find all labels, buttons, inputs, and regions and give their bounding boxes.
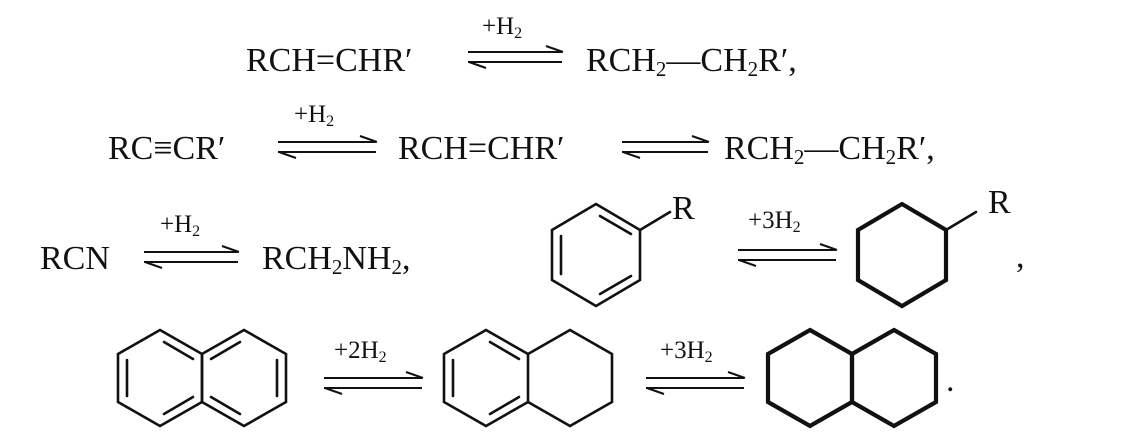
tetralin [442, 328, 614, 428]
naphthalene [116, 328, 288, 428]
naphthalene-trailing-period: . [946, 362, 955, 399]
alkyne-equilibrium-arrow-2 [622, 135, 710, 159]
benzene-trailing-comma: , [1016, 238, 1025, 275]
alkene-product: RCH2—CH2R′, [586, 42, 797, 81]
naphthalene-equilibrium-arrow-1 [324, 371, 424, 395]
naphthalene-condition-label-1: +2H2 [334, 337, 387, 366]
benzene-equilibrium-arrow [738, 243, 838, 267]
nitrile-condition-label: +H2 [160, 211, 201, 240]
alkene-reactant: RCH=CHR′ [246, 42, 413, 79]
alkyne-condition-label: +H2 [294, 101, 335, 130]
benzene-condition-label: +3H2 [748, 207, 801, 236]
nitrile-reactant: RCN [40, 240, 110, 277]
decalin [765, 327, 939, 429]
nitrile-product: RCH2NH2, [262, 240, 411, 279]
alkene-equilibrium-arrow [468, 45, 564, 69]
naphthalene-equilibrium-arrow-2 [646, 371, 746, 395]
nitrile-equilibrium-arrow [144, 245, 240, 269]
naphthalene-condition-label-2: +3H2 [660, 337, 713, 366]
cyclohexane-substituent: R [988, 184, 1011, 221]
cyclohexane-ring [855, 201, 978, 309]
alkyne-intermediate: RCH=CHR′ [398, 130, 565, 167]
benzene-ring [550, 202, 672, 308]
alkyne-equilibrium-arrow-1 [278, 135, 378, 159]
alkyne-reactant: RC≡CR′ [108, 130, 226, 167]
benzene-substituent: R [672, 190, 695, 227]
alkyne-product: RCH2—CH2R′, [724, 130, 935, 169]
alkene-condition-label: +H2 [482, 13, 523, 42]
